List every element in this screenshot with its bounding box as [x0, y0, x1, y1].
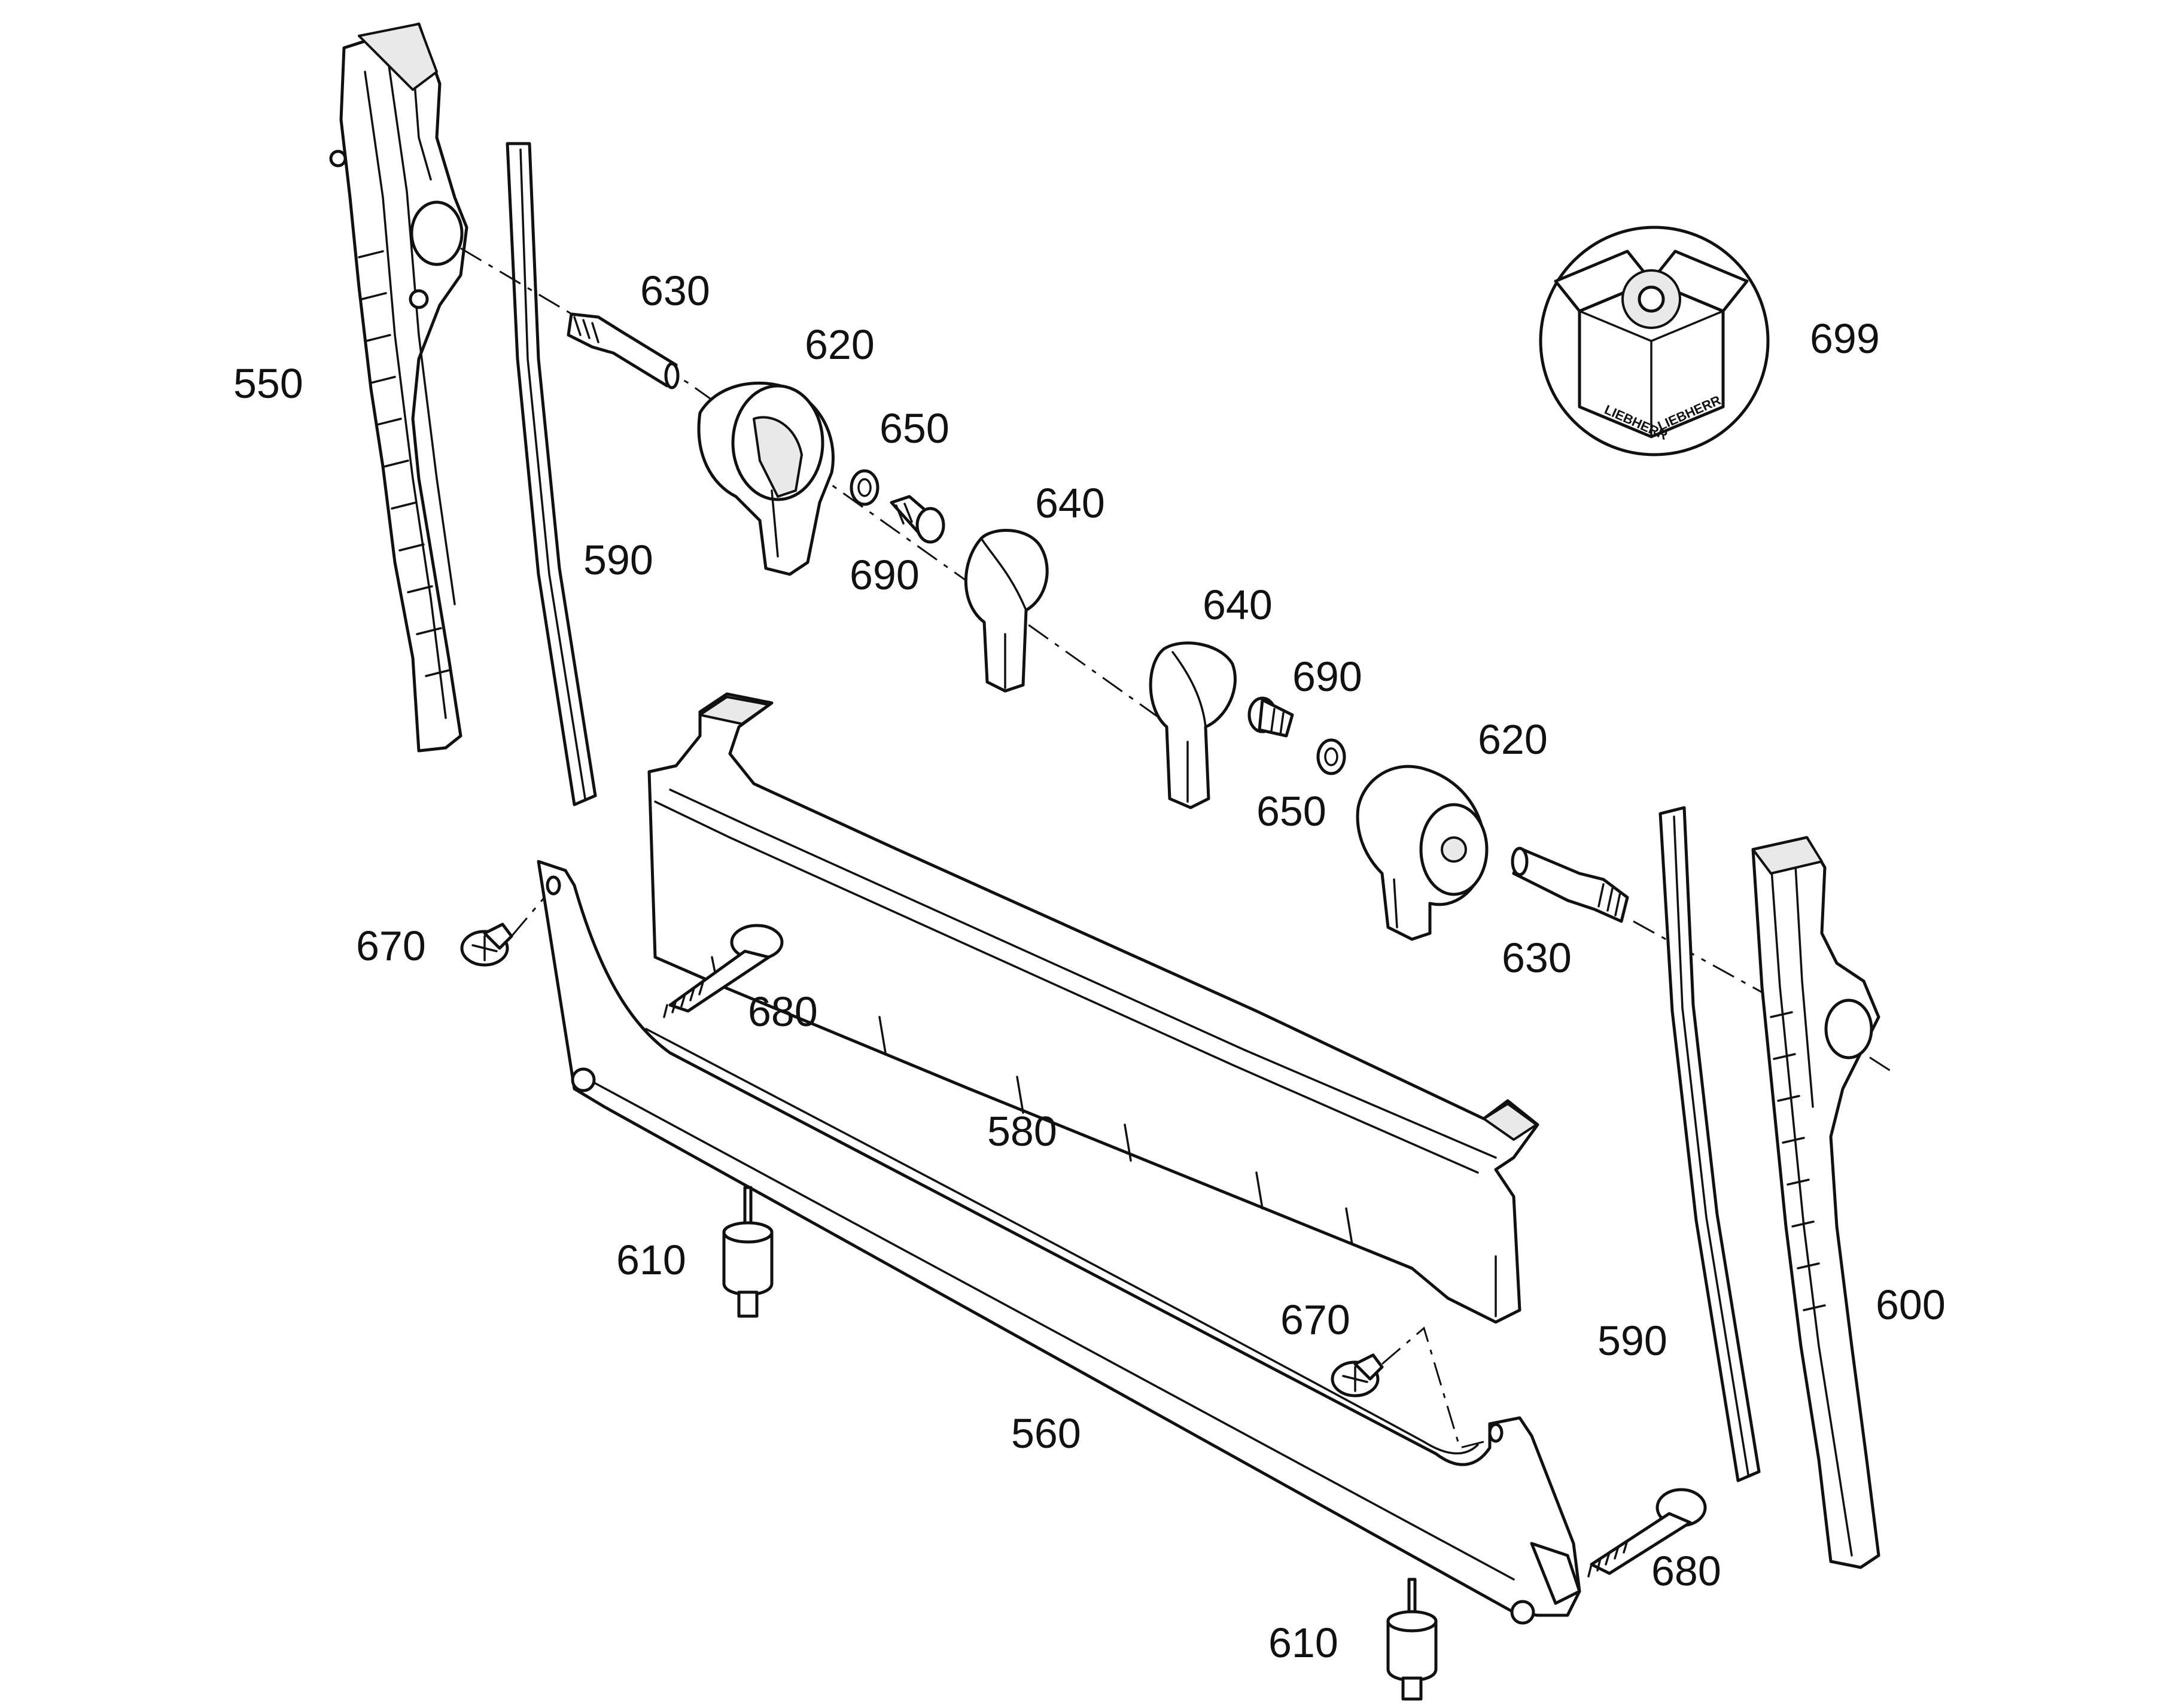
part-610-foot-bottom	[1386, 1578, 1438, 1701]
part-680-bolt-left	[663, 924, 784, 1018]
callout-670-left: 670	[356, 922, 426, 969]
part-640-cap-mid	[1149, 641, 1237, 809]
part-690-screw-mid	[1247, 696, 1294, 738]
part-690-screw-top	[890, 495, 945, 544]
part-670-screw-right	[1331, 1326, 1484, 1449]
part-650-washer-mid	[1316, 738, 1346, 775]
callout-680-right: 680	[1651, 1548, 1721, 1594]
callout-560: 560	[1011, 1410, 1081, 1457]
part-580-cross-rail	[647, 692, 1539, 1324]
part-610-foot-left	[722, 1186, 774, 1318]
part-630-bolt-top	[567, 312, 680, 389]
part-670-screw-left	[460, 897, 546, 967]
callout-620-top: 620	[805, 321, 875, 368]
callout-690-mid: 690	[1292, 653, 1362, 700]
callout-610-bottom: 610	[1268, 1619, 1338, 1666]
callout-580: 580	[987, 1108, 1057, 1155]
part-600-right-rail	[1751, 836, 1880, 1569]
callout-630-top: 630	[640, 267, 710, 314]
part-650-washer-top	[850, 469, 879, 506]
part-620-adjuster-top	[697, 381, 835, 576]
callout-610-left: 610	[616, 1237, 686, 1283]
callout-680-left: 680	[748, 988, 818, 1035]
part-590-left-strip	[506, 142, 597, 806]
part-590-right-strip	[1658, 806, 1761, 1482]
callout-650-top: 650	[879, 405, 949, 452]
part-620-adjuster-mid	[1356, 765, 1489, 941]
callout-590-right: 590	[1597, 1317, 1667, 1364]
callout-670-right: 670	[1280, 1296, 1350, 1343]
part-699-service-kit-box: LIEBHERR LIEBHERR	[1539, 226, 1770, 456]
part-680-bolt-right	[1587, 1488, 1707, 1578]
callout-690-top: 690	[850, 552, 920, 598]
callout-550: 550	[233, 360, 303, 407]
callout-600: 600	[1876, 1281, 1946, 1328]
callout-650-mid: 650	[1256, 788, 1326, 835]
callout-699: 699	[1810, 315, 1880, 362]
callout-640-mid: 640	[1203, 581, 1273, 628]
part-640-cap-top	[964, 529, 1049, 693]
callout-620-mid: 620	[1478, 716, 1548, 763]
part-550-left-rail	[329, 22, 468, 753]
callout-630-mid: 630	[1502, 934, 1572, 981]
part-560-lower-plate	[537, 860, 1581, 1625]
callout-590-left: 590	[583, 537, 653, 583]
part-630-bolt-mid	[1511, 847, 1629, 923]
callout-640-top: 640	[1035, 480, 1105, 526]
